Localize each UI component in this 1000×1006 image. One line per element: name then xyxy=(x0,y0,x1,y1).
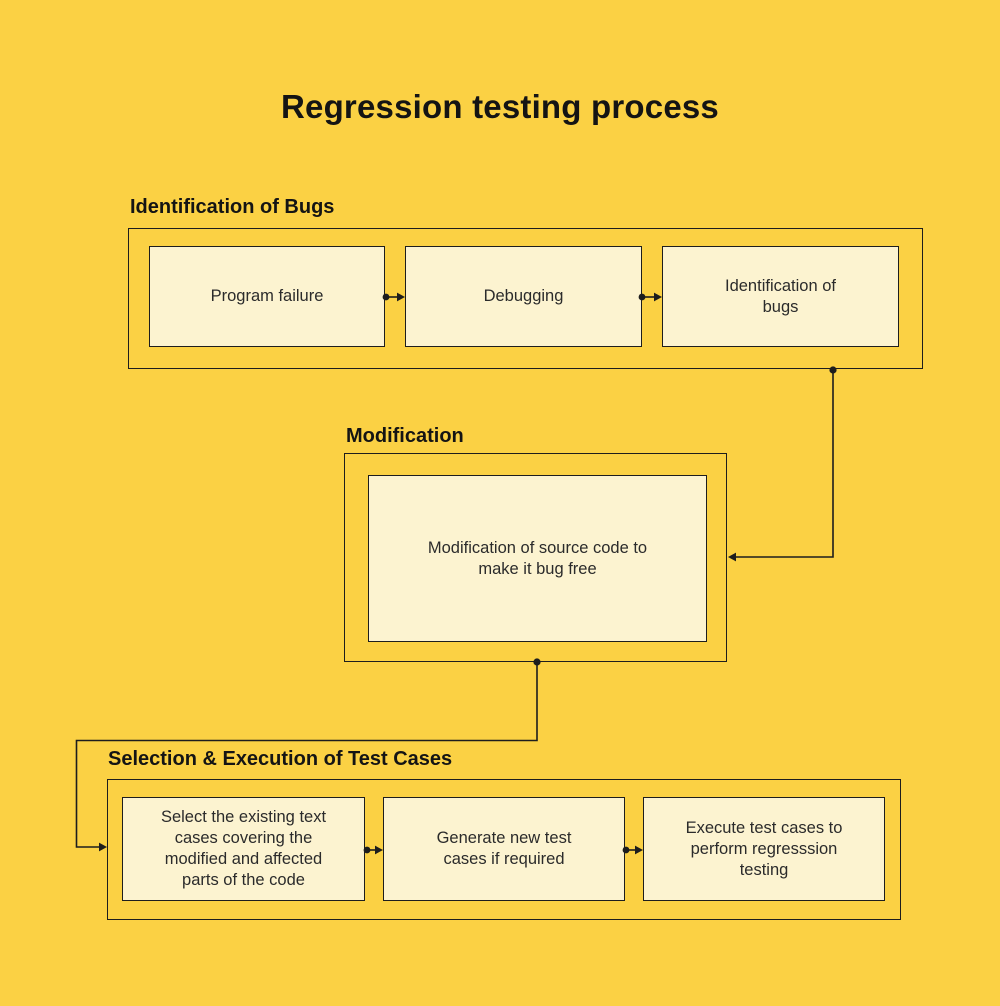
section-heading: Identification of Bugs xyxy=(130,196,335,218)
node-identification-of-bugs: Identification of bugs xyxy=(662,246,899,347)
diagram-title: Regression testing process xyxy=(280,88,719,125)
section-heading: Selection & Execution of Test Cases xyxy=(108,748,453,770)
node-label: Modification of source code to make it b… xyxy=(427,538,648,578)
node-label: Execute test cases to perform regresssio… xyxy=(685,818,843,879)
node-debugging: Debugging xyxy=(405,246,642,347)
node-execute-test-cases: Execute test cases to perform regresssio… xyxy=(643,797,885,901)
node-label: Generate new test cases if required xyxy=(436,829,572,868)
node-generate-new-test-cases: Generate new test cases if required xyxy=(383,797,625,901)
node-label: Identification of bugs xyxy=(725,276,836,316)
node-modification-of-source-code: Modification of source code to make it b… xyxy=(368,475,707,642)
arrow-section1-to-modification xyxy=(728,366,837,562)
node-label: Program failure xyxy=(210,287,324,305)
section-frame xyxy=(128,228,923,369)
node-program-failure: Program failure xyxy=(149,246,385,347)
section-heading: Modification xyxy=(346,425,464,447)
node-label: Debugging xyxy=(483,287,564,305)
node-select-existing-test-cases: Select the existing text cases covering … xyxy=(122,797,365,901)
node-label: Select the existing text cases covering … xyxy=(160,808,327,889)
